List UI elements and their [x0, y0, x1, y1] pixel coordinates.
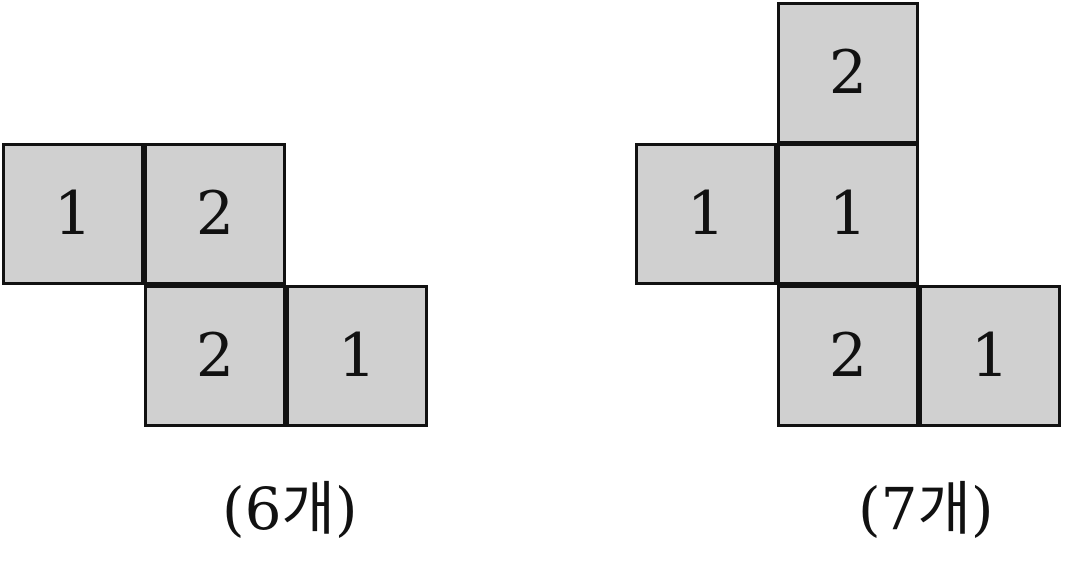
figure-1-square-2: 2 [144, 143, 286, 285]
square-number: 2 [828, 321, 868, 391]
square-number: 1 [686, 179, 726, 249]
figure-2-caption: (7개) [858, 475, 994, 543]
square-number: 1 [828, 179, 868, 249]
figure-2-square-4: 2 [777, 285, 919, 427]
figure-2-square-1: 2 [777, 2, 919, 144]
figure-1-square-3: 2 [144, 285, 286, 427]
square-number: 1 [337, 321, 377, 391]
square-number: 2 [828, 38, 868, 108]
square-number: 1 [53, 179, 93, 249]
square-number: 2 [195, 179, 235, 249]
figure-1-square-4: 1 [286, 285, 428, 427]
figure-1-square-1: 1 [2, 143, 144, 285]
square-number: 2 [195, 321, 235, 391]
figure-2-square-5: 1 [919, 285, 1061, 427]
figure-2-square-2: 1 [635, 143, 777, 285]
square-number: 1 [970, 321, 1010, 391]
figure-1-caption: (6개) [222, 475, 358, 543]
figure-2-square-3: 1 [777, 143, 919, 285]
